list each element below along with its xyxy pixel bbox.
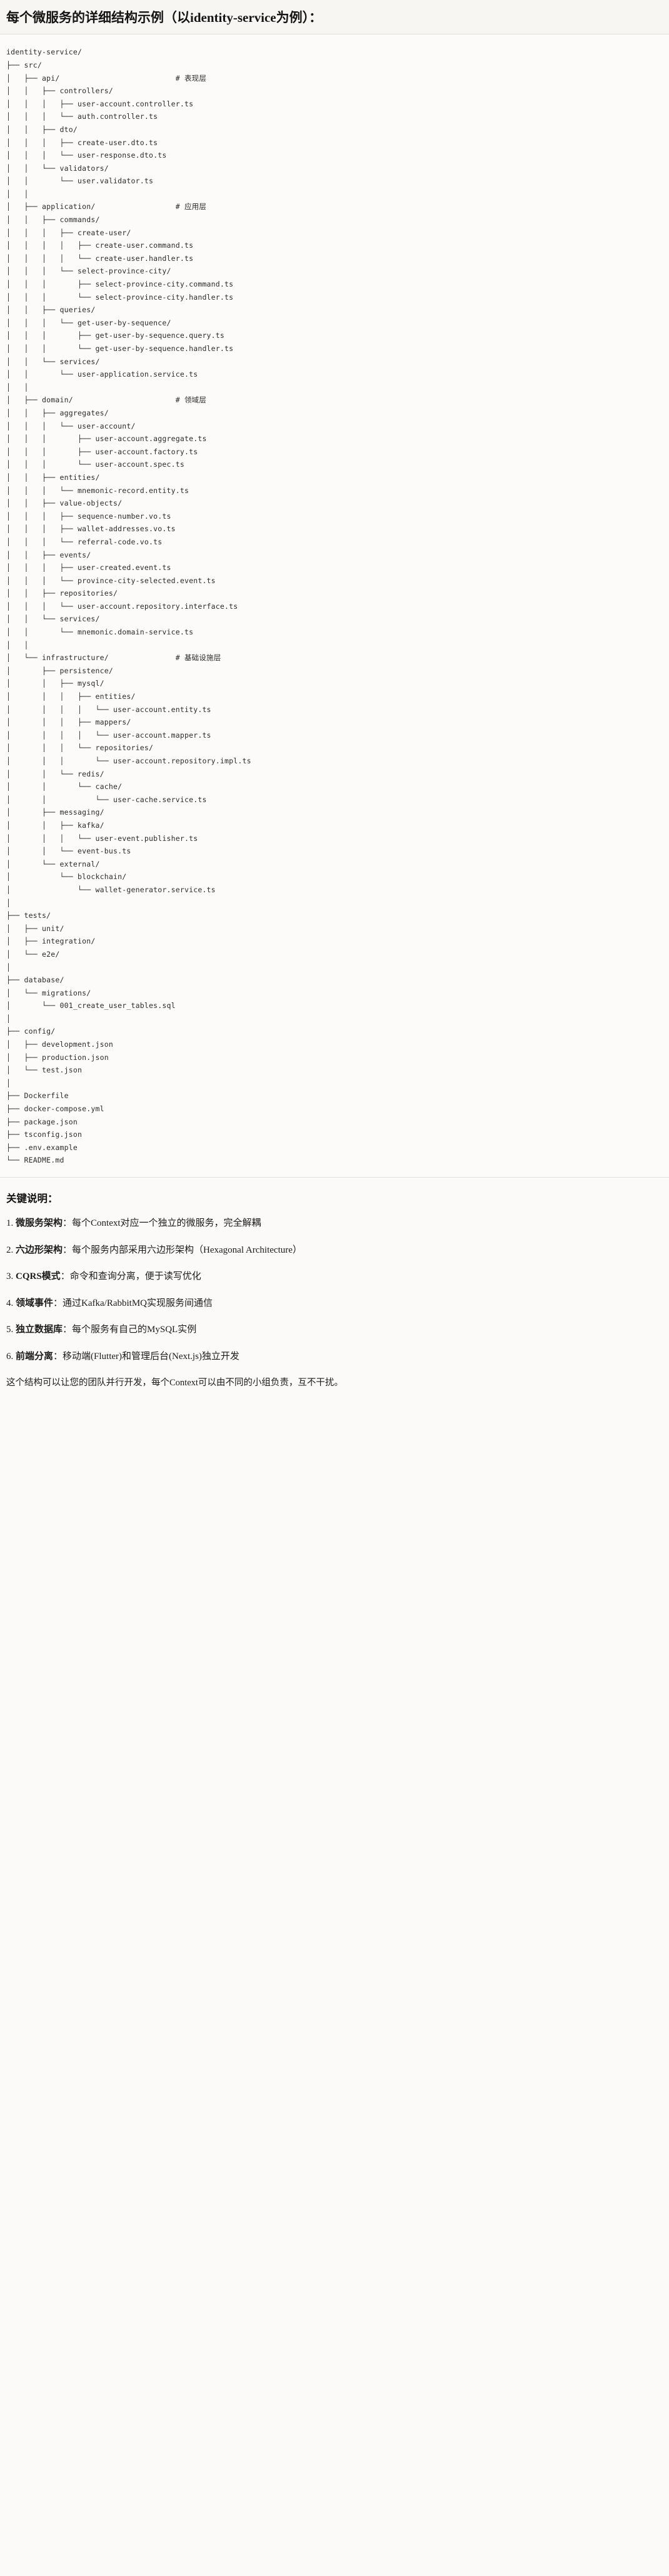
list-item-separator: ： <box>63 1325 73 1335</box>
list-item-number: 5. <box>6 1325 14 1335</box>
document-page: 每个微服务的详细结构示例（以identity-service为例）： ident… <box>0 0 669 1412</box>
title-section: 每个微服务的详细结构示例（以identity-service为例）： <box>0 0 669 34</box>
list-item-number: 1. <box>6 1218 14 1228</box>
list-item: 2. 六边形架构：每个服务内部采用六边形架构（Hexagonal Archite… <box>6 1243 663 1258</box>
list-item-term: 微服务架构 <box>16 1218 63 1228</box>
key-notes-section: 关键说明： 1. 微服务架构：每个Context对应一个独立的微服务，完全解耦 … <box>0 1178 669 1412</box>
list-item-number: 2. <box>6 1245 14 1255</box>
key-notes-heading: 关键说明： <box>6 1193 58 1204</box>
list-item-separator: ： <box>63 1245 73 1255</box>
list-item-separator: ： <box>53 1298 63 1308</box>
list-item-term: 前端分离 <box>16 1351 54 1362</box>
list-item-description: 移动端(Flutter)和管理后台(Next.js)独立开发 <box>63 1351 239 1362</box>
directory-tree: identity-service/ ├── src/ │ ├── api/ # … <box>6 48 251 1165</box>
list-item-term: 六边形架构 <box>16 1245 63 1255</box>
list-item: 6. 前端分离：移动端(Flutter)和管理后台(Next.js)独立开发 <box>6 1350 663 1364</box>
list-item-term: 独立数据库 <box>16 1325 63 1335</box>
list-item-number: 3. <box>6 1271 14 1281</box>
list-item-description: 每个服务有自己的MySQL实例 <box>72 1325 197 1335</box>
list-item-description: 命令和查询分离，便于读写优化 <box>69 1271 201 1281</box>
closing-paragraph: 这个结构可以让您的团队并行开发，每个Context可以由不同的小组负责，互不干扰… <box>6 1378 343 1388</box>
list-item: 5. 独立数据库：每个服务有自己的MySQL实例 <box>6 1323 663 1337</box>
list-item-description: 每个Context对应一个独立的微服务，完全解耦 <box>72 1218 261 1228</box>
list-item-number: 6. <box>6 1351 14 1362</box>
list-item: 4. 领域事件：通过Kafka/RabbitMQ实现服务间通信 <box>6 1296 663 1311</box>
notes-divider <box>0 1177 669 1178</box>
list-item-separator: ： <box>60 1271 70 1281</box>
list-item-separator: ： <box>63 1218 73 1228</box>
page-title: 每个微服务的详细结构示例（以identity-service为例）： <box>6 10 323 25</box>
list-item: 1. 微服务架构：每个Context对应一个独立的微服务，完全解耦 <box>6 1216 663 1231</box>
directory-tree-code-block[interactable]: identity-service/ ├── src/ │ ├── api/ # … <box>0 34 669 1177</box>
list-item: 3. CQRS模式：命令和查询分离，便于读写优化 <box>6 1270 663 1284</box>
list-item-term: CQRS模式 <box>16 1271 61 1281</box>
list-item-term: 领域事件 <box>16 1298 54 1308</box>
list-item-number: 4. <box>6 1298 14 1308</box>
list-item-description: 通过Kafka/RabbitMQ实现服务间通信 <box>63 1298 213 1308</box>
list-item-description: 每个服务内部采用六边形架构（Hexagonal Architecture） <box>72 1245 302 1255</box>
key-notes-list: 1. 微服务架构：每个Context对应一个独立的微服务，完全解耦 2. 六边形… <box>6 1216 663 1363</box>
list-item-separator: ： <box>53 1351 63 1362</box>
